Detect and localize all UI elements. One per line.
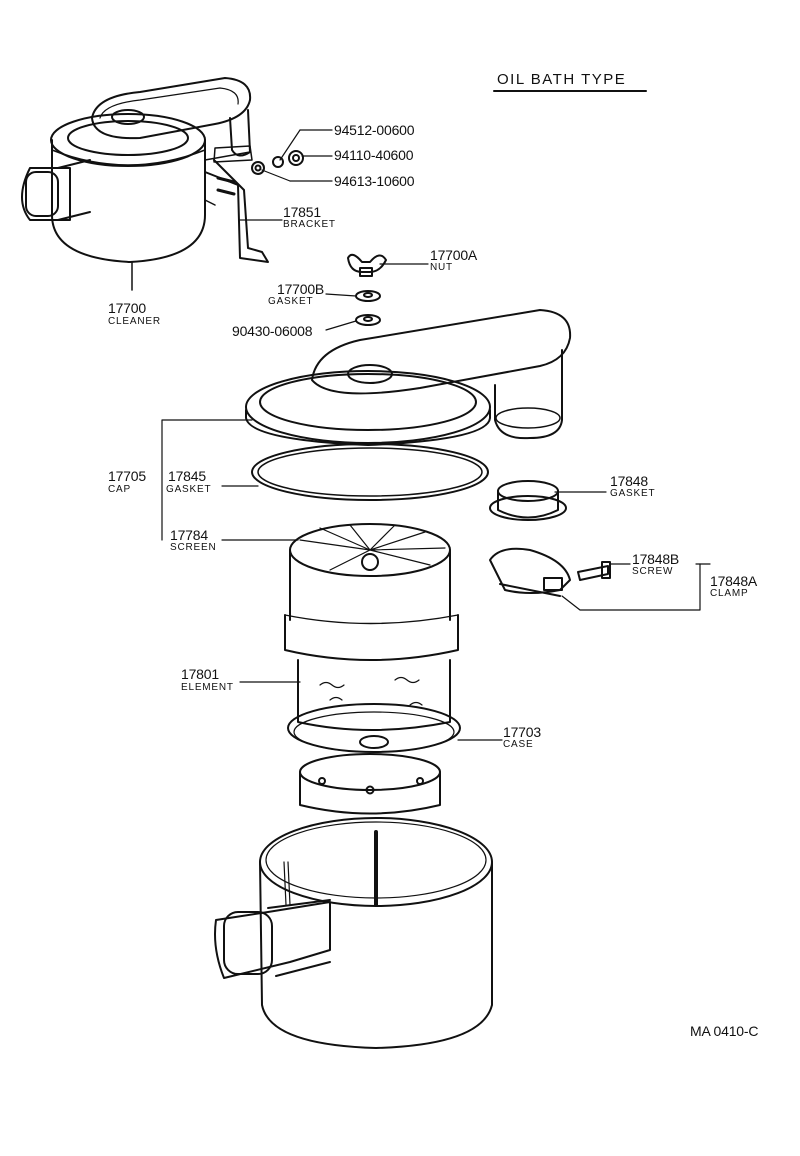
- screen-illustration: [289, 523, 451, 621]
- part-number-17801: 17801: [181, 666, 219, 682]
- part-number-17700: 17700: [108, 300, 146, 316]
- part-name-17851: BRACKET: [283, 219, 336, 230]
- bottom-case-illustration: [214, 817, 493, 1049]
- part-number-17851: 17851: [283, 204, 321, 220]
- clamp-illustration: [489, 547, 611, 597]
- leader-lines: [221, 129, 711, 741]
- cap-gasket-illustration: [251, 443, 489, 501]
- part-name-17848: GASKET: [610, 488, 656, 499]
- part-number-94613: 94613-10600: [334, 173, 415, 189]
- screen-band-illustration: [284, 614, 459, 661]
- part-number-17848a: 17848A: [710, 573, 758, 589]
- part-name-17703: CASE: [503, 739, 534, 750]
- part-number-94110: 94110-40600: [334, 147, 414, 163]
- part-number-17700b: 17700B: [277, 281, 325, 297]
- part-number-17705: 17705: [108, 468, 146, 484]
- part-number-17848b: 17848B: [632, 551, 680, 567]
- drawing-code: MA 0410-C: [690, 1023, 759, 1039]
- part-name-17700: CLEANER: [108, 316, 161, 327]
- part-number-17700a: 17700A: [430, 247, 478, 263]
- element-illustration: [297, 659, 451, 731]
- lower-ring-illustration: [299, 753, 441, 815]
- part-name-17705: CAP: [108, 484, 131, 495]
- cap-group-bracket: [161, 419, 253, 541]
- assembled-cleaner-illustration: [21, 77, 269, 291]
- case-plate-illustration: [287, 703, 461, 753]
- part-name-17845: GASKET: [166, 484, 212, 495]
- part-number-94512: 94512-00600: [334, 122, 415, 138]
- part-name-17848b: SCREW: [632, 566, 674, 577]
- part-name-17848a: CLAMP: [710, 588, 749, 599]
- part-number-17703: 17703: [503, 724, 541, 740]
- diagram-title: OIL BATH TYPE: [497, 71, 627, 88]
- part-number-17845: 17845: [168, 468, 206, 484]
- part-name-17700b: GASKET: [268, 296, 314, 307]
- part-name-17700a: NUT: [430, 262, 453, 273]
- part-name-17801: ELEMENT: [181, 682, 234, 693]
- part-number-90430: 90430-06008: [232, 323, 313, 339]
- part-name-17784: SCREEN: [170, 542, 217, 553]
- part-number-17784: 17784: [170, 527, 208, 543]
- tube-gasket-illustration: [489, 480, 567, 521]
- part-number-17848: 17848: [610, 473, 648, 489]
